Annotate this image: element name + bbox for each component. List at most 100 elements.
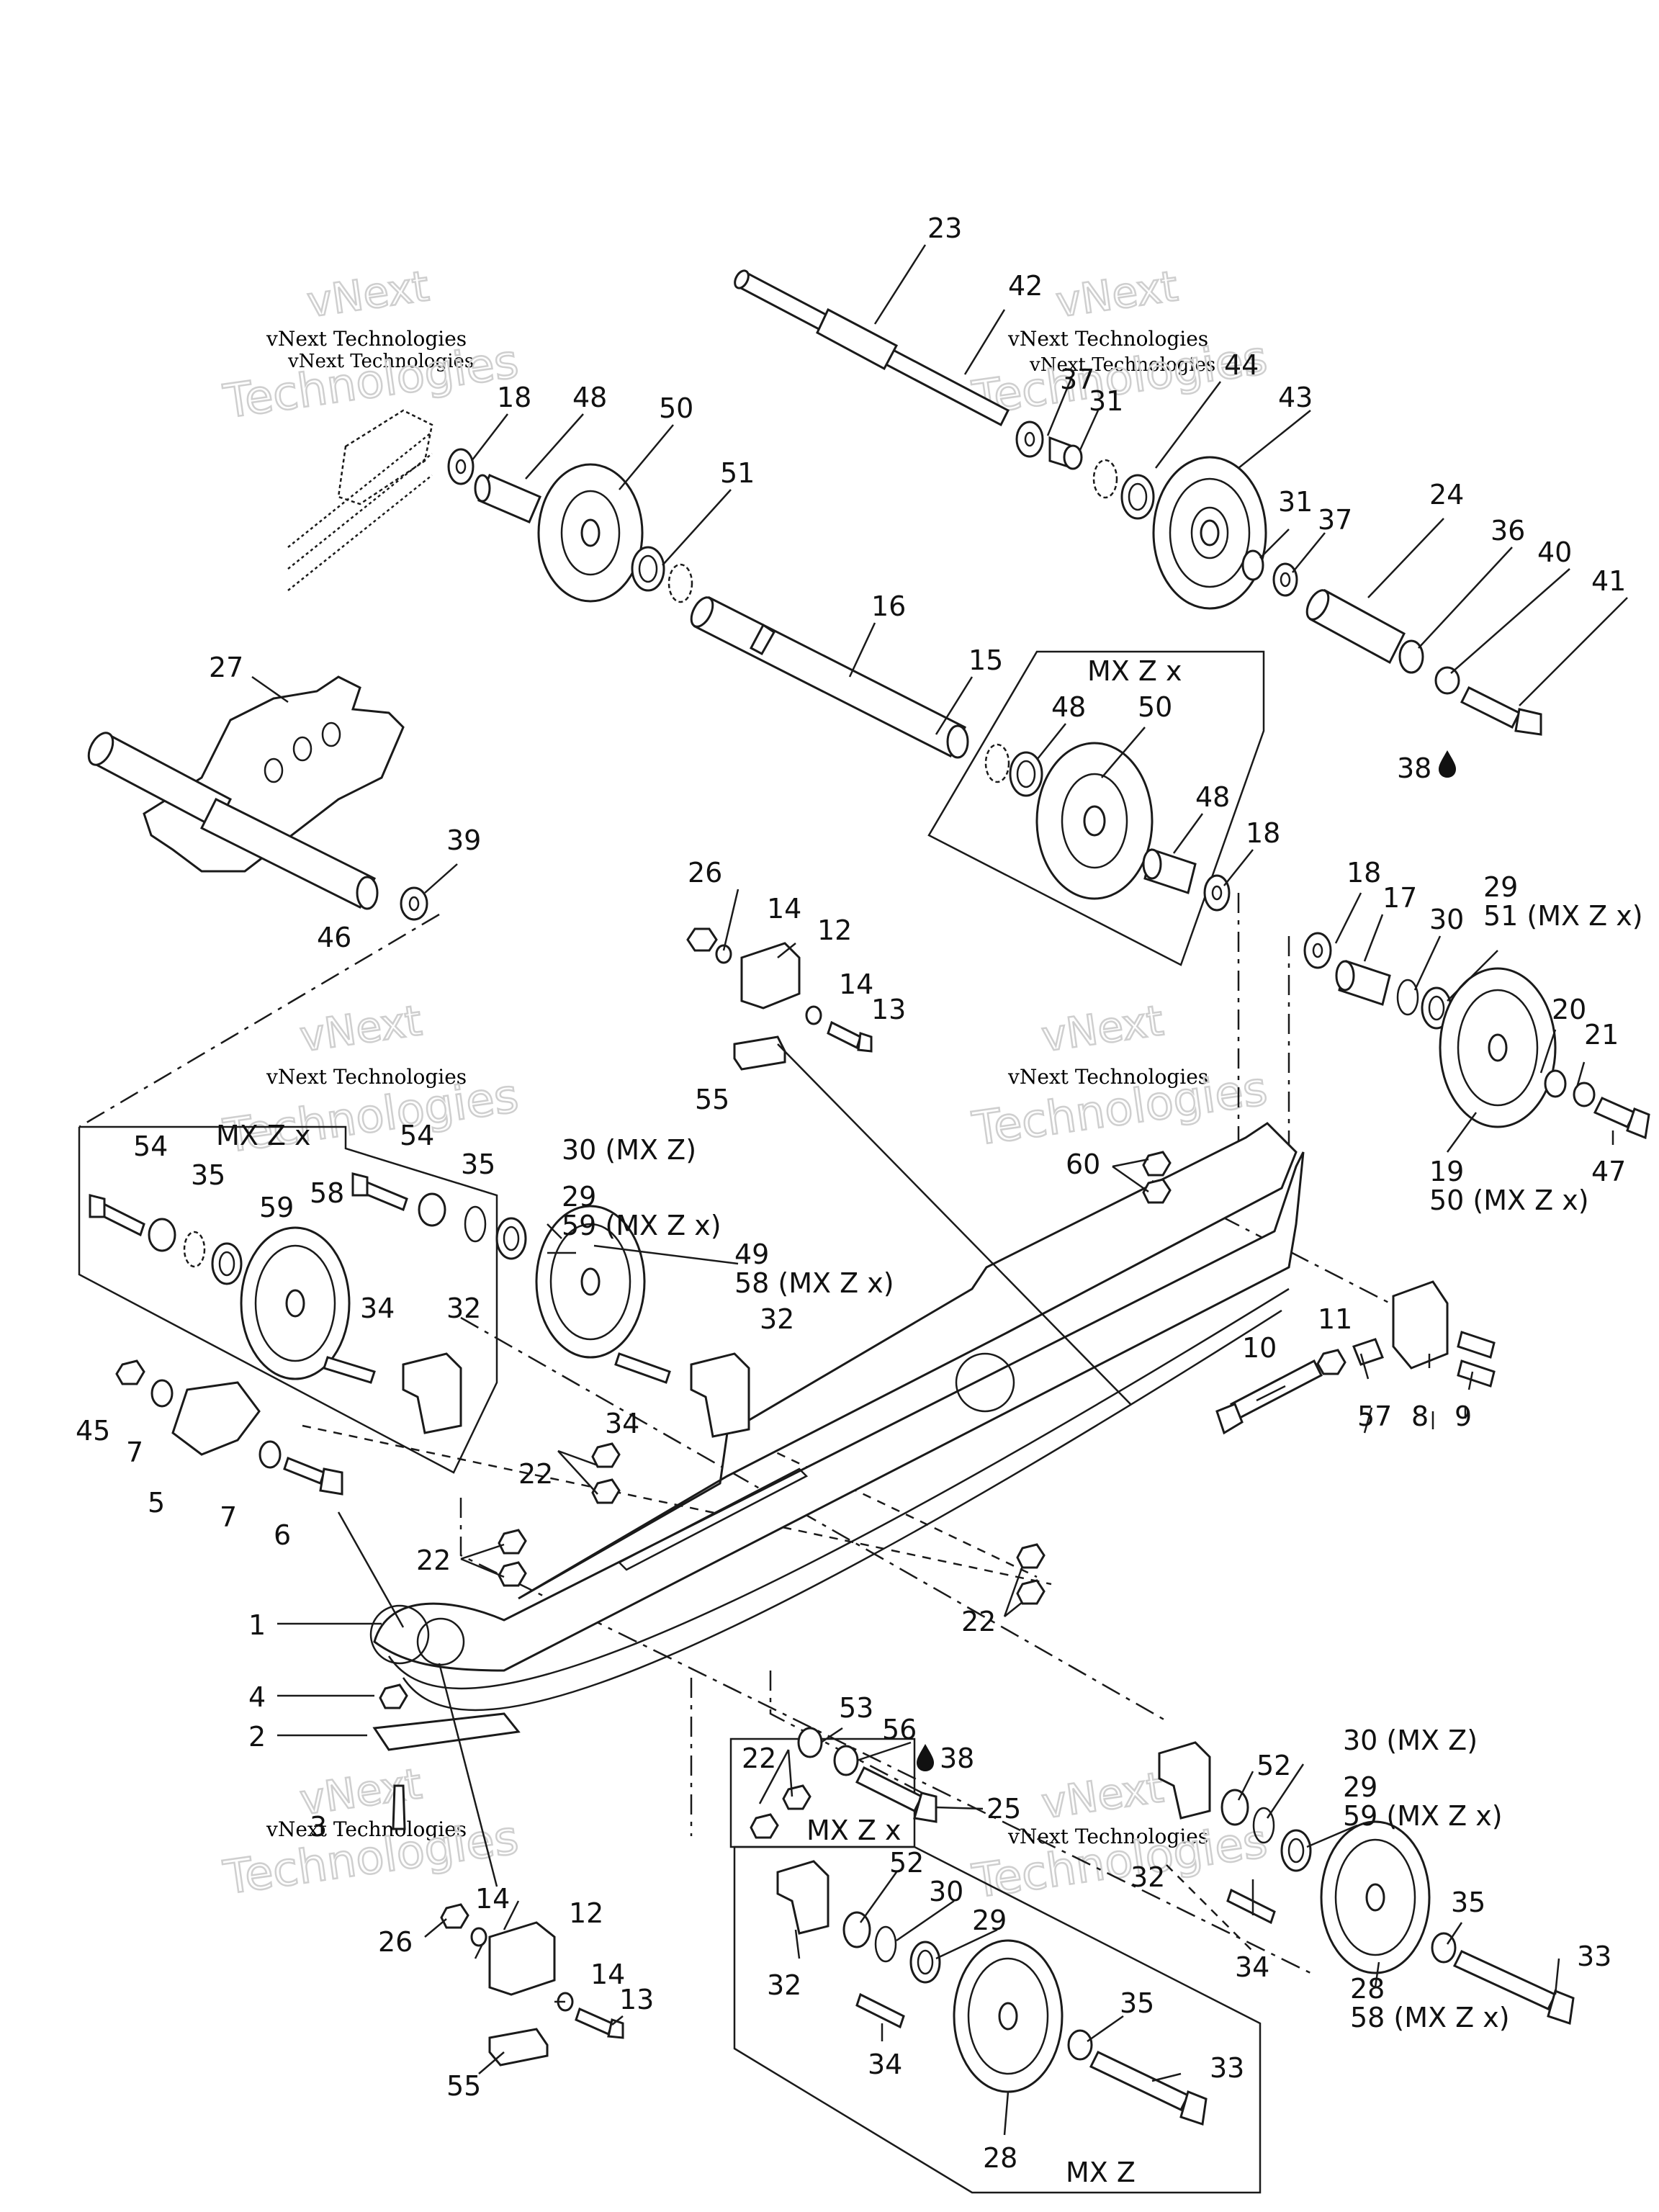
watermark-mid-right: vNext vNext Technologies Technologies [968,995,1272,1158]
label-50-mxzx: 50 (MX Z x) [1429,1184,1589,1216]
bearing-48-box [1009,751,1043,797]
label-30-bottom: 30 [929,1876,963,1907]
detail-circle-1 [955,1352,1015,1413]
label-1: 1 [248,1609,266,1641]
label-10: 10 [1242,1332,1277,1364]
watermarks: vNext vNext Technologies vNext Technolog… [220,261,1272,1910]
svg-text:vNext Technologies: vNext Technologies [266,1065,467,1089]
washer-20 [1544,1069,1567,1098]
svg-text:vNext Technologies: vNext Technologies [1029,354,1215,376]
right-upper-wheel-assembly [1303,932,1650,1140]
label-44: 44 [1224,349,1259,381]
label-41: 41 [1591,565,1626,597]
label-9: 9 [1455,1401,1472,1432]
label-box-mxzx-left: MX Z x [216,1120,311,1151]
label-box-mxzx-mid: MX Z x [806,1815,902,1846]
upper-slider-block-assembly [686,927,873,1071]
nut-22h [750,1813,779,1839]
bolt-6 [283,1457,325,1485]
bushing-57 [1352,1338,1384,1366]
rail-body [373,1151,1305,1672]
nut-22d [498,1561,527,1587]
label-12-upper: 12 [817,914,852,946]
label-19: 19 [1429,1156,1464,1187]
label-18-upper: 18 [497,382,531,413]
center-wheel-assembly [351,1172,750,1438]
label-29-right-b: 29 [1343,1771,1377,1803]
label-60: 60 [1066,1148,1100,1180]
block-8 [1392,1280,1449,1370]
washer-14-upper [715,944,732,964]
label-47: 47 [1591,1156,1626,1187]
label-59-mxzx-center: 59 (MX Z x) [562,1210,721,1241]
label-15: 15 [968,644,1003,676]
bolt-13-upper [827,1020,862,1050]
label-59-mxzx-right: 59 (MX Z x) [1343,1800,1503,1832]
label-20: 20 [1552,994,1586,1025]
label-33-right: 33 [1577,1941,1611,1972]
label-22-a: 22 [518,1458,553,1490]
box-mxz-bottom [733,1845,1262,2194]
label-57: 57 [1357,1401,1392,1432]
label-32-right: 32 [1130,1861,1165,1893]
watermark-upper-left: vNext vNext Technologies vNext Technolog… [220,261,523,431]
washer-37b [1272,562,1298,597]
nut-45 [115,1359,145,1385]
label-49: 49 [734,1238,769,1270]
nut-26-upper [686,927,718,952]
label-18-box: 18 [1246,817,1280,849]
block-12-upper [740,942,801,1010]
label-58-mxzx-right: 58 (MX Z x) [1350,2002,1510,2033]
label-46: 46 [317,922,351,953]
nut-22b [591,1478,621,1504]
label-7-upper: 7 [126,1437,143,1468]
washer-21 [1573,1082,1596,1107]
screw-3 [392,1784,406,1830]
circlip-box [984,743,1010,783]
label-32-bottom: 32 [767,1969,801,2001]
slider-55-upper [733,1035,786,1071]
bearing-29-lower-right [1280,1829,1312,1872]
nut-26-lower [440,1903,469,1929]
label-29-right: 29 [1483,871,1518,903]
bracket-32-left [402,1352,462,1434]
bracket-32-bottom [776,1860,830,1935]
nut-22g [782,1784,811,1810]
label-14b-lower: 14 [590,1959,625,1990]
bolt-33-right [1452,1950,1557,2010]
box-mxzx-left [78,1125,498,1474]
detail-circle-2 [369,1604,430,1665]
slide-rail [369,1122,1496,1712]
label-24: 24 [1429,479,1464,511]
label-52-right: 52 [1256,1750,1291,1781]
upper-left-wheel-assembly [287,409,969,759]
svg-text:vNext: vNext [1038,996,1166,1061]
label-28-right: 28 [1350,1973,1385,2005]
svg-text:vNext: vNext [304,261,431,327]
label-13-upper: 13 [871,994,906,1025]
svg-text:vNext Technologies: vNext Technologies [1007,1825,1208,1848]
bolt-47 [1593,1097,1637,1128]
bolt-9a [1457,1331,1496,1359]
lower-slider-block-assembly [440,1903,624,2067]
nuts-22 [498,1442,1046,1839]
label-4: 4 [248,1681,266,1713]
label-48-box-b: 48 [1195,781,1230,813]
label-50-upper: 50 [659,392,693,424]
label-35-right: 35 [1451,1887,1485,1918]
label-29-center: 29 [562,1181,596,1213]
bearing-29-bottom [909,1941,941,1984]
bolt-34-right [1226,1888,1276,1925]
label-2: 2 [248,1721,266,1753]
label-27: 27 [209,652,243,683]
washer-7-upper [150,1379,174,1408]
label-35-bottom: 35 [1120,1987,1154,2019]
washer-36 [1398,639,1424,674]
mxz-bottom-wheel-assembly [776,1860,1208,2126]
label-12-lower: 12 [569,1897,603,1929]
shaft-46 [199,797,377,909]
bolt-34-center [614,1352,671,1384]
svg-text:vNext Technologies: vNext Technologies [266,1817,467,1841]
block-12-lower [488,1921,556,1996]
